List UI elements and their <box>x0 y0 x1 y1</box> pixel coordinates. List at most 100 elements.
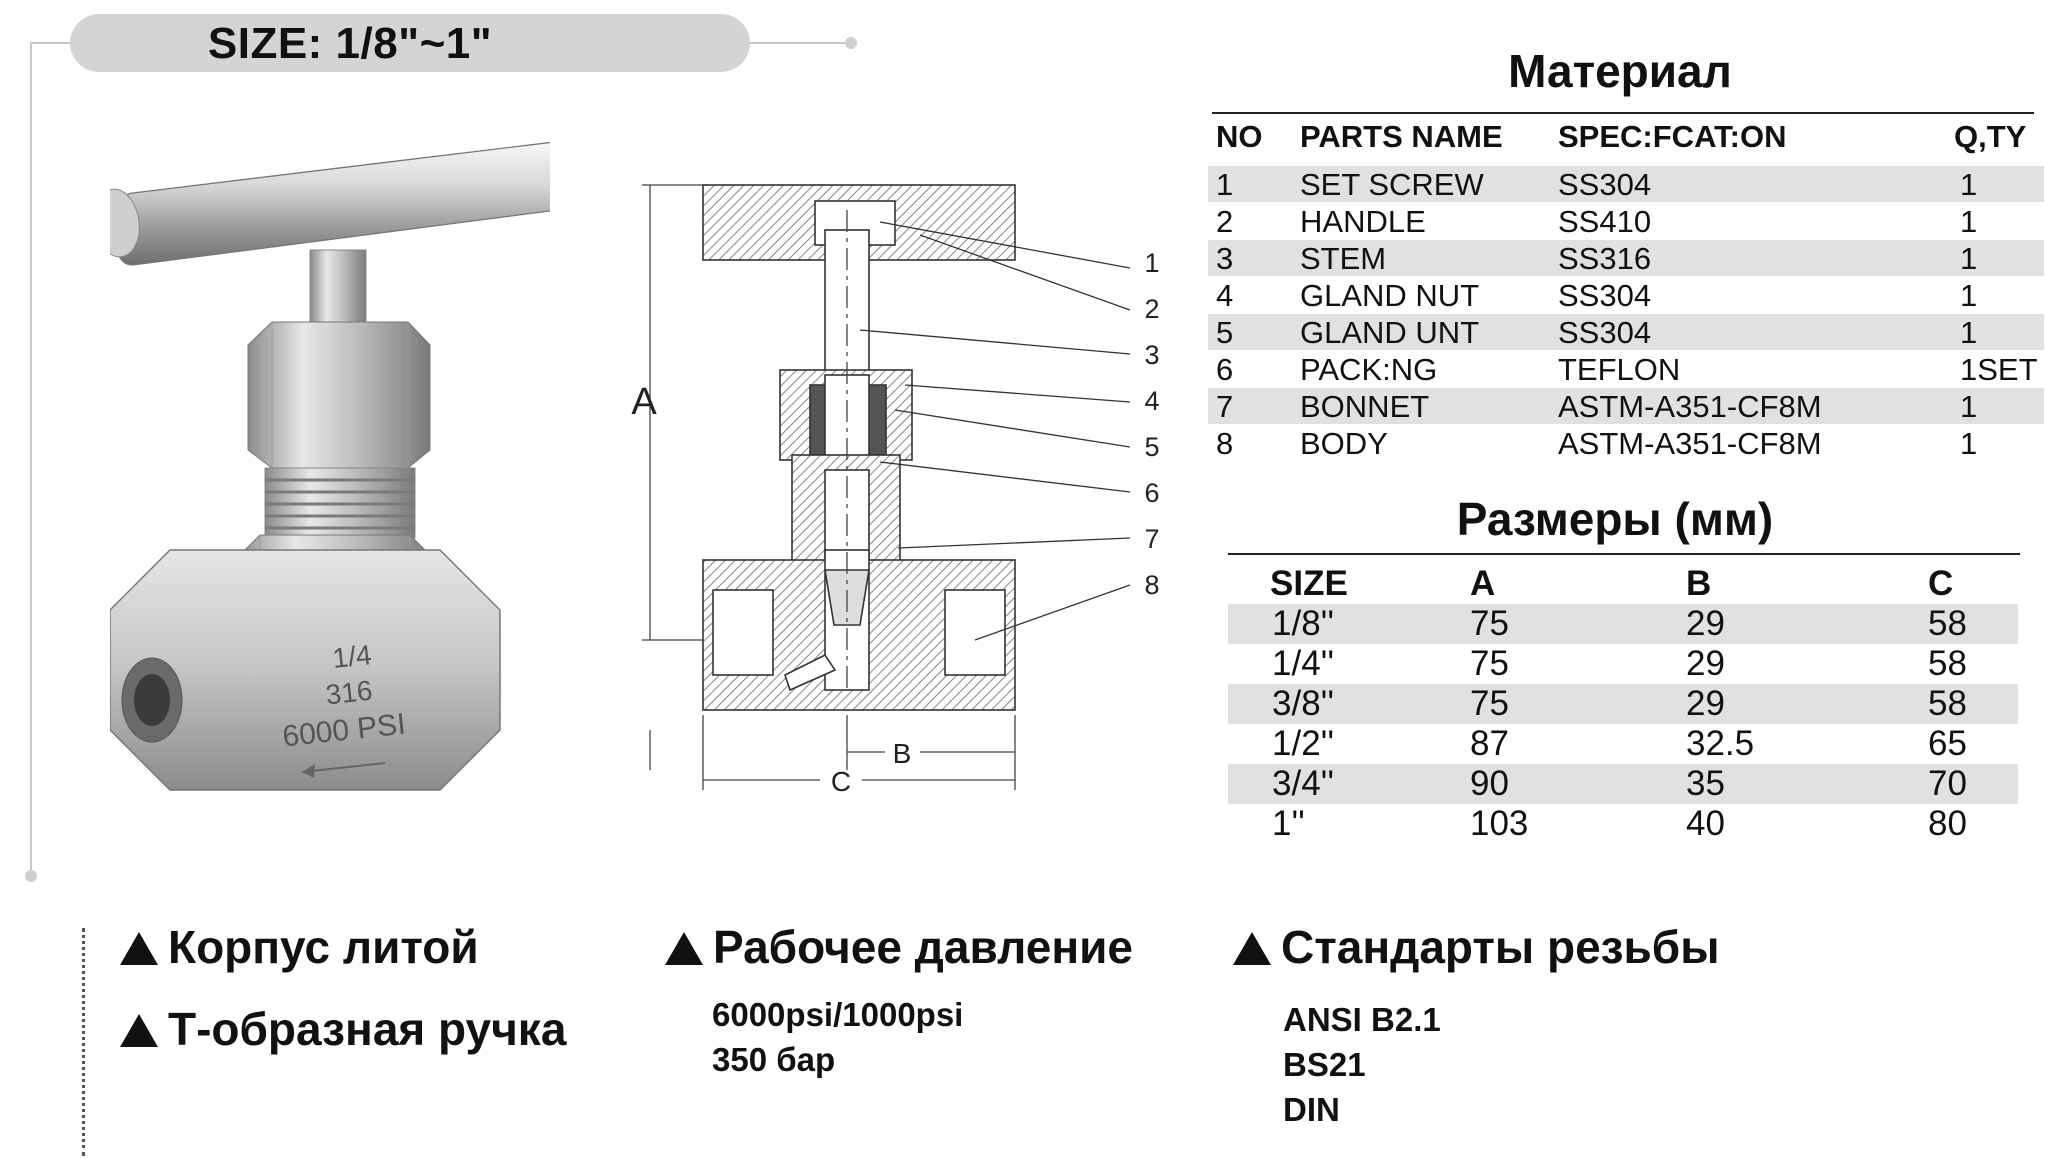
cell-spec: TEFLON <box>1558 352 1681 387</box>
cell-qty: 1 <box>1960 204 1978 239</box>
cell-b: 29 <box>1686 604 1725 643</box>
cell-c: 70 <box>1928 764 1967 803</box>
triangle-bullet-icon <box>120 1014 158 1047</box>
cell-a: 75 <box>1470 604 1509 643</box>
cell-no: 5 <box>1216 315 1234 350</box>
cell-a: 90 <box>1470 764 1509 803</box>
body-marking-size: 1/4 <box>331 639 373 674</box>
cell-b: 32.5 <box>1686 724 1755 763</box>
thread-standard-1: ANSI B2.1 <box>1283 1001 1441 1038</box>
materials-title: Материал <box>1508 45 1732 97</box>
valve-cross-section-diagram: A B C 1 2 3 4 5 6 7 8 <box>631 184 1160 797</box>
cell-c: 65 <box>1928 724 1967 763</box>
table-row: 1/8'' 75 29 58 <box>1228 604 2018 644</box>
feature-handle-text: Т-образная ручка <box>168 1003 567 1055</box>
cell-size: 1/4'' <box>1272 644 1335 683</box>
feature-body-text: Корпус литой <box>168 921 479 973</box>
cell-a: 87 <box>1470 724 1509 763</box>
cell-qty: 1 <box>1960 241 1978 276</box>
dimension-label-c: C <box>831 766 851 797</box>
cell-a: 75 <box>1470 684 1509 723</box>
feature-pressure: Рабочее давление <box>665 920 1133 974</box>
cell-qty: 1 <box>1960 426 1978 461</box>
cell-no: 7 <box>1216 389 1234 424</box>
guide-dot-bottom <box>25 870 37 882</box>
table-row: 3/8'' 75 29 58 <box>1228 684 2018 724</box>
table-row: 1/2'' 87 32.5 65 <box>1228 724 2018 764</box>
cell-no: 8 <box>1216 426 1234 461</box>
cell-no: 6 <box>1216 352 1234 387</box>
cell-part: HANDLE <box>1300 204 1426 239</box>
header-no: NO <box>1216 119 1263 154</box>
thread-standard-2: BS21 <box>1283 1046 1366 1083</box>
cell-part: GLAND NUT <box>1300 278 1480 313</box>
cell-spec: SS316 <box>1558 241 1652 276</box>
table-row: 4 GLAND NUT SS304 1 <box>1208 277 2044 313</box>
cell-size: 1/8'' <box>1272 604 1335 643</box>
cell-no: 4 <box>1216 278 1234 313</box>
pressure-value-1: 6000psi/1000psi <box>712 996 964 1033</box>
valve-photo: 1/4 316 6000 PSI <box>110 141 550 791</box>
dimensions-table: SIZE A B C 1/8'' 75 29 58 1/4'' 75 29 58… <box>1228 560 2018 850</box>
triangle-bullet-icon <box>120 932 158 965</box>
materials-header-row: NO PARTS NAME SPEC:FCAT:ON Q,TY <box>1208 114 2044 162</box>
cell-part: BONNET <box>1300 389 1430 424</box>
cell-qty: 1 <box>1960 167 1978 202</box>
table-row: 1'' 103 40 80 <box>1228 804 2018 844</box>
size-pill: SIZE: 1/8"~1" <box>70 14 750 72</box>
materials-table: NO PARTS NAME SPEC:FCAT:ON Q,TY 1 SET SC… <box>1208 114 2044 468</box>
dimensions-title: Размеры (мм) <box>1456 493 1774 545</box>
header-parts-name: PARTS NAME <box>1300 119 1503 154</box>
cell-no: 1 <box>1216 167 1234 202</box>
cell-qty: 1 <box>1960 278 1978 313</box>
table-row: 2 HANDLE SS410 1 <box>1208 203 2044 239</box>
pill-guide-line <box>748 42 852 44</box>
triangle-bullet-icon <box>665 932 703 965</box>
cell-no: 3 <box>1216 241 1234 276</box>
features-divider <box>82 928 85 1156</box>
left-guide-line <box>30 42 32 877</box>
header-specification: SPEC:FCAT:ON <box>1558 119 1787 154</box>
size-label: SIZE: 1/8"~1" <box>207 19 493 68</box>
callout-4: 4 <box>1144 386 1159 416</box>
cell-size: 1/2'' <box>1272 724 1335 763</box>
pressure-value-2: 350 бар <box>712 1041 836 1078</box>
triangle-bullet-icon <box>1233 932 1271 965</box>
cell-part: GLAND UNT <box>1300 315 1480 350</box>
table-row: 3/4'' 90 35 70 <box>1228 764 2018 804</box>
callout-3: 3 <box>1144 340 1159 370</box>
cell-qty: 1SET <box>1960 352 2038 387</box>
table-row: 3 STEM SS316 1 <box>1208 240 2044 276</box>
cell-no: 2 <box>1216 204 1234 239</box>
table-row: 7 BONNET ASTM-A351-CF8M 1 <box>1208 388 2044 424</box>
dimensions-header-row: SIZE A B C <box>1228 562 2018 606</box>
header-b: B <box>1686 564 1712 603</box>
cell-part: PACK:NG <box>1300 352 1438 387</box>
cell-size: 3/8'' <box>1272 684 1335 723</box>
header-qty: Q,TY <box>1954 119 2027 154</box>
thread-standard-3: DIN <box>1283 1091 1340 1128</box>
header-size: SIZE <box>1270 564 1348 603</box>
cell-spec: SS304 <box>1558 315 1652 350</box>
callout-8: 8 <box>1144 570 1159 600</box>
cell-spec: SS304 <box>1558 278 1652 313</box>
header-a: A <box>1470 564 1496 603</box>
cell-spec: SS410 <box>1558 204 1652 239</box>
cell-qty: 1 <box>1960 389 1978 424</box>
table-row: 8 BODY ASTM-A351-CF8M 1 <box>1208 425 2044 461</box>
feature-handle: Т-образная ручка <box>120 1002 566 1056</box>
cell-spec: ASTM-A351-CF8M <box>1558 389 1822 424</box>
cell-c: 58 <box>1928 684 1967 723</box>
table-row: 1/4'' 75 29 58 <box>1228 644 2018 684</box>
cell-part: SET SCREW <box>1300 167 1484 202</box>
cell-size: 3/4'' <box>1272 764 1335 803</box>
cell-c: 58 <box>1928 604 1967 643</box>
callout-6: 6 <box>1144 478 1159 508</box>
cell-part: STEM <box>1300 241 1387 276</box>
cell-spec: ASTM-A351-CF8M <box>1558 426 1822 461</box>
feature-body: Корпус литой <box>120 920 479 974</box>
materials-divider <box>1212 112 2034 114</box>
cell-b: 35 <box>1686 764 1725 803</box>
cell-part: BODY <box>1300 426 1388 461</box>
cell-spec: SS304 <box>1558 167 1652 202</box>
